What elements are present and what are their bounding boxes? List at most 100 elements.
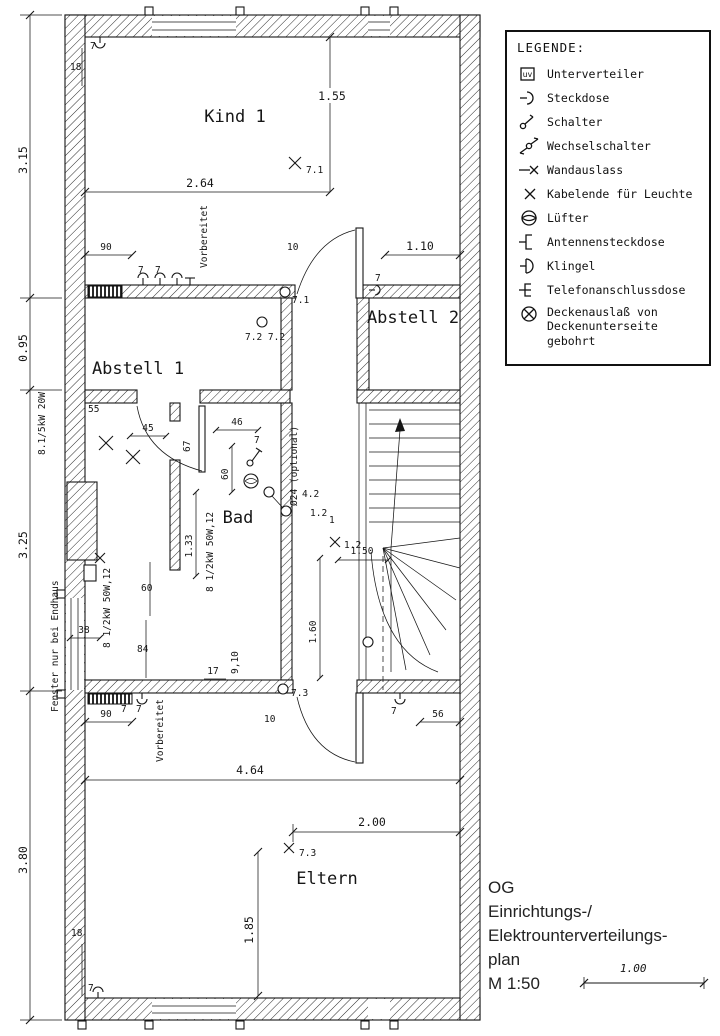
dim-200: 2.00 — [358, 815, 386, 829]
stairs — [362, 409, 461, 690]
legend-item: Wechselschalter — [517, 137, 705, 155]
scale-bar: 1.00 — [579, 962, 709, 989]
circuit-label: 7.2 7.2 — [245, 332, 285, 343]
room-label-kind1: Kind 1 — [204, 107, 265, 127]
dim-7: 7 — [254, 435, 260, 446]
door-swing-arc — [136, 405, 203, 472]
legend-item: Antennensteckdose — [517, 233, 705, 251]
door-leaf — [355, 227, 364, 299]
door-swing-arc — [296, 229, 356, 295]
ceiling-outlet-icon — [263, 486, 275, 498]
legend-item: Kabelende für Leuchte — [517, 185, 705, 203]
dim-7: 7 — [121, 704, 127, 715]
legend-item: Lüfter — [517, 209, 705, 227]
dim-90: 90 — [100, 709, 112, 720]
dim-18: 18 — [70, 62, 82, 73]
labels: Kind 1 Abstell 2 Abstell 1 Bad Eltern Vo… — [37, 107, 459, 889]
wall-outlet-icon — [185, 277, 195, 285]
title-line: M 1:50 — [488, 974, 540, 993]
socket-icon — [92, 986, 104, 998]
antennensteckdose-icon — [517, 233, 547, 251]
cable-end-icon — [329, 536, 341, 548]
ceiling-outlet-icon — [256, 316, 268, 328]
dim-464: 4.64 — [236, 763, 264, 777]
room-label-abstell1: Abstell 1 — [92, 359, 184, 379]
dim-133: 1.33 — [184, 535, 195, 558]
cable-end-icon — [98, 435, 114, 451]
dim-7: 7 — [90, 41, 96, 52]
fixture-box — [83, 564, 97, 582]
door-swing-arc — [296, 696, 356, 763]
dim-910: 9,10 — [230, 651, 241, 674]
room-label-bad: Bad — [223, 508, 254, 528]
dim-7: 7 — [391, 706, 397, 717]
dim-7: 7 — [375, 273, 381, 284]
legend-item: Klingel — [517, 257, 705, 275]
ceiling-outlet-icon — [277, 683, 289, 695]
door-leaf — [198, 405, 206, 473]
telefonanschlussdose-icon — [517, 281, 547, 299]
note-vorbereitet: Vorbereitet — [199, 205, 210, 268]
dim-45: 45 — [142, 423, 153, 434]
dim-095: 0.95 — [16, 334, 30, 362]
circuit-label: 1.2 — [310, 508, 327, 519]
dim-110: 1.10 — [406, 239, 434, 253]
dim-7: 7 — [138, 265, 144, 276]
title-block: OG Einrichtungs-/ Elektrounterverteilung… — [488, 876, 668, 996]
svg-text:uv: uv — [523, 70, 533, 79]
legend-title: LEGENDE: — [517, 40, 586, 55]
steckdose-icon — [517, 89, 547, 107]
note-vorbereitet: Vorbereitet — [155, 699, 166, 762]
dim-155: 1.55 — [318, 89, 346, 103]
dim-10: 10 — [264, 714, 276, 725]
dim-150: 1.50 — [351, 546, 374, 557]
dim-380: 3.80 — [16, 846, 30, 874]
socket-icon — [94, 37, 106, 49]
dim-60: 60 — [141, 583, 153, 594]
stair-direction-arrow — [395, 418, 405, 432]
luefter-icon — [517, 209, 547, 227]
legend-item: Schalter — [517, 113, 705, 131]
socket-icon — [171, 272, 183, 285]
switch-icon — [246, 447, 263, 467]
title-line: OG — [488, 878, 515, 897]
electrical-symbols: 7.1 1.2 7.3 7.1 7.2 7.2 4.2 1.2 1 7.3 7 … — [87, 37, 406, 998]
dim-46: 46 — [231, 417, 243, 428]
dim-185: 1.85 — [242, 916, 256, 944]
dim-84: 84 — [137, 644, 149, 655]
dim-90: 90 — [100, 242, 112, 253]
dim-325: 3.25 — [16, 531, 30, 559]
plan-dimensions: 2.64 1.55 90 1.10 18 7 10 55 45 46 67 — [66, 32, 465, 1001]
title-line: Elektrounterverteilungs- — [488, 926, 668, 945]
room-label-eltern: Eltern — [296, 869, 357, 889]
circuit-label: 4.2 — [302, 489, 319, 500]
socket-icon — [137, 272, 149, 285]
cable-end-icon — [283, 842, 295, 854]
legend-item: uv Unterverteiler — [517, 65, 705, 83]
socket-icon — [394, 693, 406, 705]
radiator — [87, 693, 133, 705]
dim-17: 17 — [207, 666, 218, 677]
dim-264: 2.64 — [186, 176, 214, 190]
legend-item: Wandauslass — [517, 161, 705, 179]
cable-end-icon — [94, 552, 106, 564]
note-optional: Ø24 (optional) — [289, 426, 300, 506]
kabelende-icon — [517, 185, 547, 203]
socket-icon — [136, 693, 148, 705]
circuit-label: 7.1 — [292, 295, 309, 306]
dim-315: 3.15 — [16, 146, 30, 174]
circuit-label: 1.2 — [344, 540, 361, 551]
socket-icon — [369, 284, 381, 296]
cable-end-icon — [288, 156, 302, 170]
left-dimension-chain: 3.15 0.95 3.25 3.80 — [16, 10, 62, 1025]
title-line: Einrichtungs-/ — [488, 902, 592, 921]
circuit-label: 7.3 — [299, 848, 316, 859]
unterverteiler-icon: uv — [517, 65, 547, 83]
dim-56: 56 — [432, 709, 444, 720]
duct-shaft — [66, 481, 98, 561]
dim-38: 38 — [78, 625, 90, 636]
wandauslass-icon — [517, 161, 547, 179]
ceiling-outlet-icon — [362, 636, 374, 648]
dim-55: 55 — [88, 404, 99, 415]
